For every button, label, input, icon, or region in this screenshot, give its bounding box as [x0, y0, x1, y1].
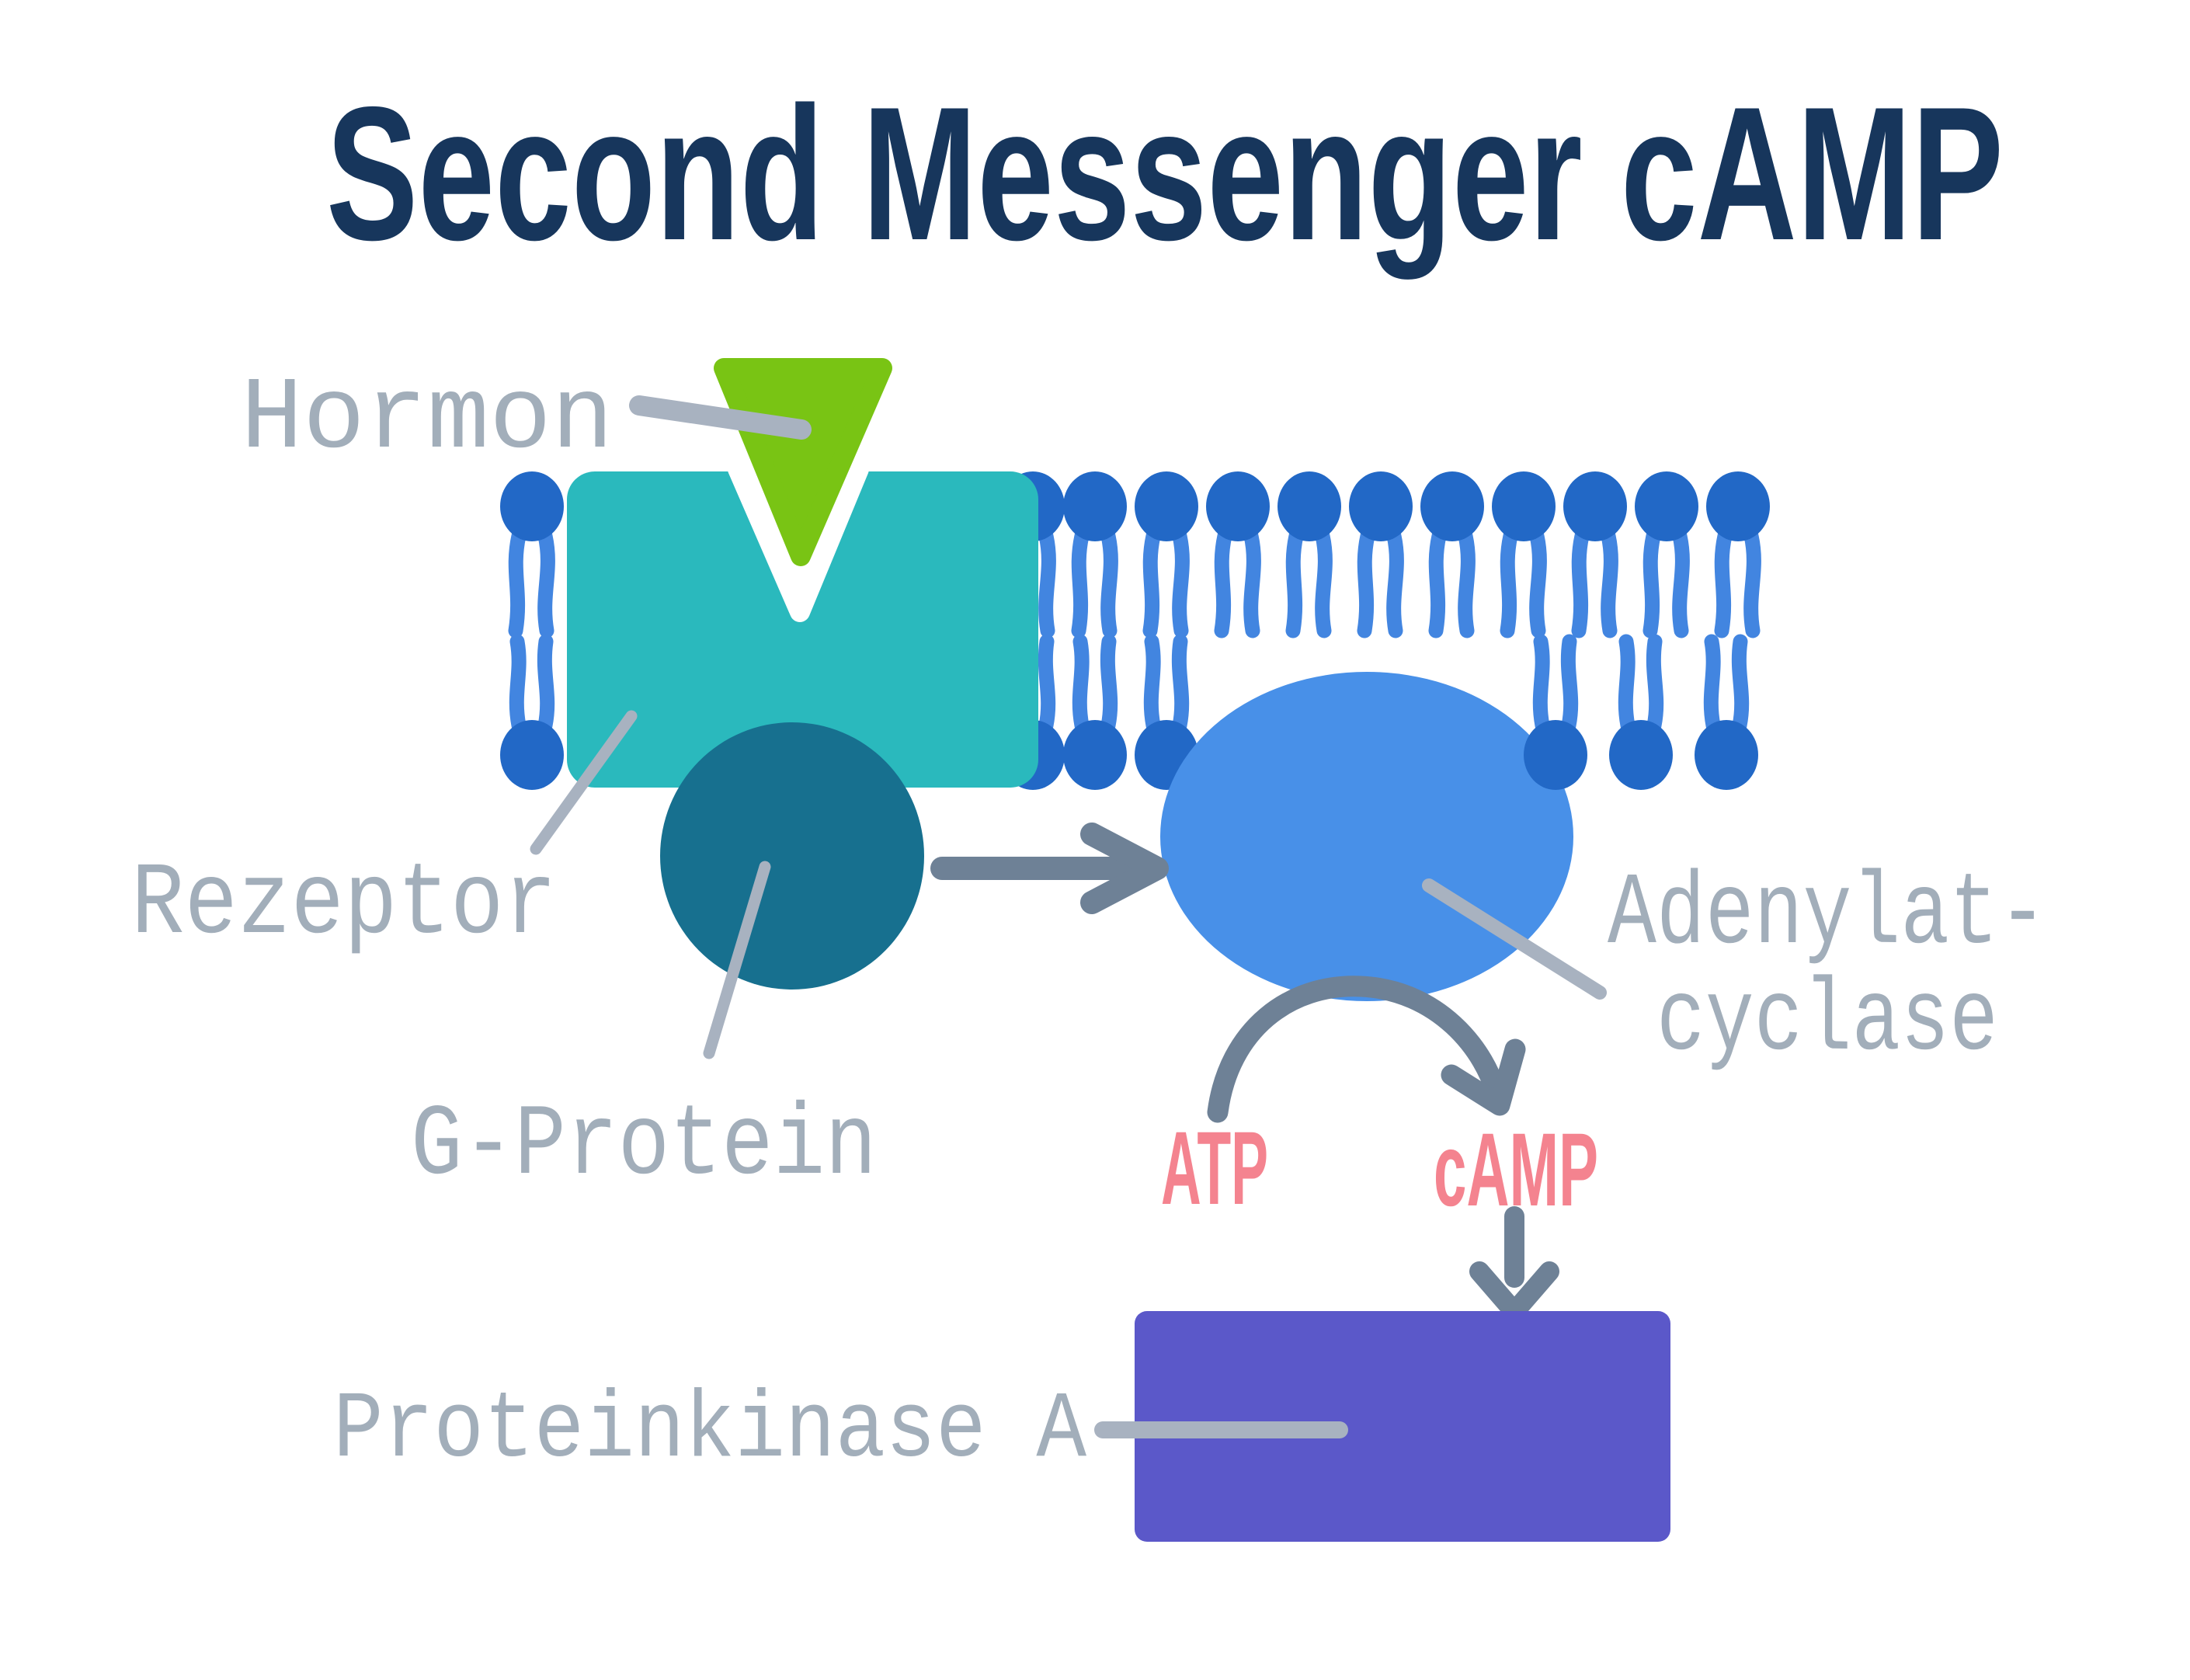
- receptor-label: Rezeptor: [131, 847, 557, 963]
- lipid: [1135, 471, 1198, 638]
- lipid-tail: [1672, 528, 1690, 638]
- lipid: [500, 634, 564, 790]
- lipid-tail: [1601, 528, 1618, 638]
- lipid-tail: [1642, 528, 1661, 638]
- lipid-head: [1278, 471, 1341, 541]
- camp-label: cAMP: [1434, 1112, 1598, 1228]
- activation-arrow-head: [1080, 823, 1169, 914]
- lipid-head: [1206, 471, 1270, 541]
- cell-membrane: [500, 471, 1770, 790]
- lipid-head: [1524, 720, 1587, 790]
- atp-to-camp-arc: [1207, 976, 1509, 1123]
- lipid-tail: [1458, 528, 1476, 638]
- receptor-block: [567, 471, 1038, 788]
- hormone-pointer-line: [629, 395, 812, 440]
- lipid-tail: [1071, 528, 1090, 638]
- lipid-head: [500, 471, 564, 541]
- lipid-tail: [1646, 634, 1664, 733]
- lipid-tail: [1038, 634, 1056, 733]
- activation-arrow: [930, 823, 1169, 914]
- lipid-tail: [1529, 528, 1547, 638]
- lipid-tail: [1100, 634, 1118, 733]
- lipid-tail: [1038, 528, 1056, 638]
- lipid-head: [1563, 471, 1627, 541]
- lipid-tail: [1428, 528, 1447, 638]
- cell-membrane-bottom-right: [1524, 634, 1758, 790]
- g-protein-label: G-Protein: [411, 1090, 877, 1204]
- atp-to-camp-arrow-head: [1441, 1038, 1526, 1116]
- lipid: [1524, 634, 1587, 790]
- lipid-head: [1135, 471, 1198, 541]
- lipid: [500, 471, 564, 638]
- lipid-head: [1706, 471, 1770, 541]
- lipid-head: [1063, 720, 1127, 790]
- lipid-tail: [1243, 528, 1261, 638]
- adenylate-pointer-line: [1422, 878, 1607, 1000]
- lipid-tail: [1560, 634, 1579, 733]
- g-protein-circle: [660, 722, 924, 990]
- lipid: [1609, 634, 1673, 790]
- lipid: [1278, 471, 1341, 638]
- lipid-head: [1695, 720, 1758, 790]
- receptor-pointer-line: [530, 710, 638, 855]
- g-protein-pointer-line: [703, 861, 771, 1059]
- lipid-head: [1063, 471, 1127, 541]
- adenylate-cyclase-ellipse: [1160, 672, 1573, 1001]
- lipid-tail: [1315, 528, 1333, 638]
- lipid-tail: [509, 634, 527, 733]
- lipid-tail: [1172, 528, 1190, 638]
- camp-to-pka-arrow: [1469, 1206, 1559, 1322]
- lipid: [1695, 634, 1758, 790]
- lipid: [1063, 634, 1127, 790]
- lipid-tail: [508, 528, 527, 638]
- protein-kinase-a-label: Proteinkinase A: [333, 1376, 1087, 1484]
- lipid: [1420, 471, 1484, 638]
- lipid-tail: [1072, 634, 1090, 733]
- lipid-tail: [537, 528, 555, 638]
- lipid-head: [1492, 471, 1556, 541]
- lipid: [1206, 471, 1270, 638]
- lipid-head: [1609, 720, 1673, 790]
- lipid-tail: [1143, 634, 1161, 733]
- lipid-head: [1420, 471, 1484, 541]
- lipid-tail: [1285, 528, 1304, 638]
- protein-kinase-a-box: [1135, 1311, 1670, 1542]
- lipid-tail: [1500, 528, 1518, 638]
- lipid: [1492, 471, 1556, 638]
- lipid-tail: [1214, 528, 1232, 638]
- lipid-tail: [1532, 634, 1550, 733]
- lipid-head: [1349, 471, 1413, 541]
- lipid-tail: [1142, 528, 1161, 638]
- lipid-tail: [1731, 634, 1750, 733]
- lipid-tail: [1618, 634, 1636, 733]
- lipid-tail: [1571, 528, 1590, 638]
- lipid: [1706, 471, 1770, 638]
- lipid-head: [500, 720, 564, 790]
- atp-to-camp-arrow: [1207, 976, 1526, 1123]
- lipid-tail: [1100, 528, 1118, 638]
- lipid: [1063, 471, 1127, 638]
- lipid-tail: [1703, 634, 1721, 733]
- lipid-tail: [1714, 528, 1733, 638]
- atp-label: ATP: [1161, 1111, 1268, 1226]
- lipid-head: [1635, 471, 1698, 541]
- lipid-tail: [1743, 528, 1761, 638]
- lipid-tail: [1357, 528, 1375, 638]
- lipid-tail: [537, 634, 555, 733]
- lipid-tail: [1386, 528, 1404, 638]
- lipid: [1349, 471, 1413, 638]
- adenylate-cyclase-label-line1: Adenylat-: [1608, 857, 2047, 973]
- lipid: [1563, 471, 1627, 638]
- adenylate-cyclase-label-line2: cyclase: [1656, 963, 1998, 1080]
- page-title: Second Messenger cAMP: [326, 67, 2004, 280]
- lipid-tail: [1171, 634, 1190, 733]
- hormone-label: Hormon: [241, 361, 614, 478]
- lipid: [1635, 471, 1698, 638]
